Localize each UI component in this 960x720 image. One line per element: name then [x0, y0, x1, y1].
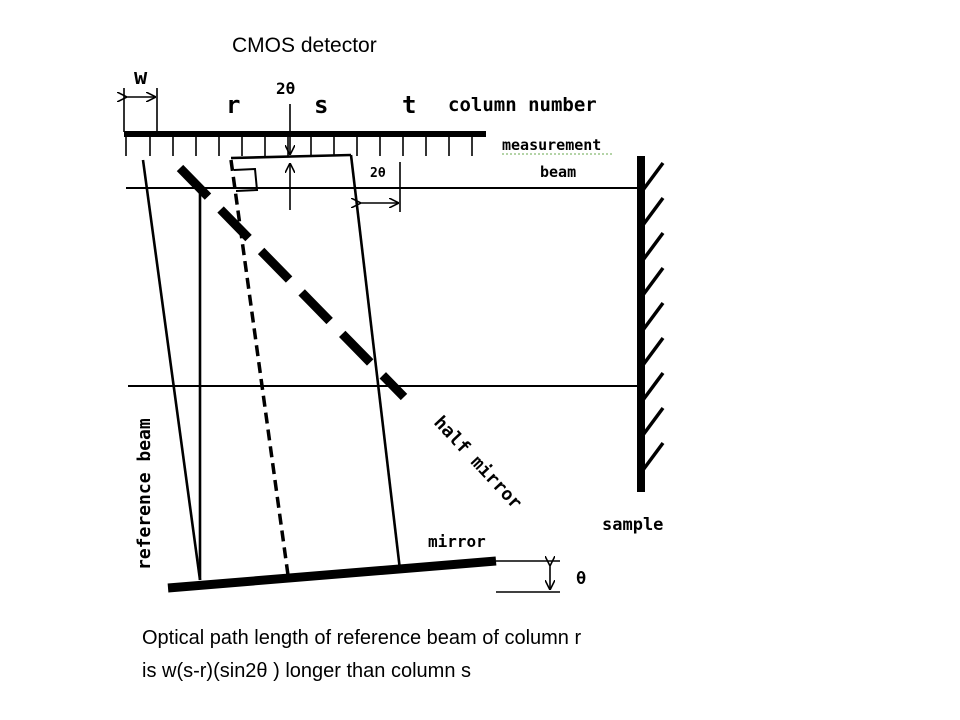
right-angle-marker	[233, 167, 259, 192]
half-mirror	[176, 164, 408, 401]
detector-bar	[124, 131, 486, 137]
tilted-column-frame	[230, 153, 402, 571]
measurement-label: measurement	[502, 136, 601, 154]
sample-hatching	[641, 161, 665, 472]
theta-label: θ	[576, 569, 586, 589]
detector-ticks	[125, 137, 473, 156]
column-s-label: s	[314, 91, 328, 119]
mirror-label: mirror	[428, 532, 486, 551]
mirror	[167, 556, 497, 593]
caption-line-1: Optical path length of reference beam of…	[142, 627, 581, 649]
caption-line-2: is w(s-r)(sin2θ ) longer than column s	[142, 660, 471, 682]
column-r-label: r	[226, 91, 240, 119]
dashed-central-ray	[229, 159, 290, 576]
diagram-title: CMOS detector	[232, 34, 377, 57]
reference-beam-paths	[141, 159, 202, 581]
w-label: w	[134, 65, 148, 90]
beam-label: beam	[540, 163, 576, 181]
sample-label: sample	[602, 515, 663, 535]
measurement-beams	[126, 187, 640, 387]
theta-angle	[496, 561, 560, 593]
two-theta-top-label: 2θ	[276, 79, 295, 98]
two-theta-side-label: 2θ	[370, 166, 386, 181]
column-number-label: column number	[448, 94, 597, 116]
w-dimension	[124, 88, 158, 132]
reference-beam-label: reference beam	[134, 418, 155, 570]
half-mirror-label: half mirror	[429, 412, 526, 514]
column-t-label: t	[402, 91, 416, 119]
